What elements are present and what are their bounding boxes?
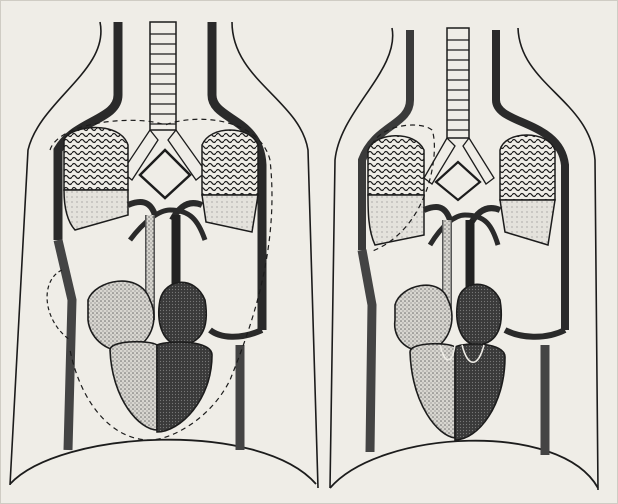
right-atrium-right-panel (395, 285, 452, 351)
torso-outline-right-side (232, 22, 318, 488)
trachea (424, 28, 494, 184)
left-ventricle-left-panel (157, 342, 212, 432)
lung-left-side (64, 128, 128, 231)
right-ventricle-right-panel (410, 344, 455, 438)
right-atrium-left-panel (88, 281, 154, 351)
arch-vessel (130, 210, 205, 240)
left-atrium-right-panel (457, 284, 501, 345)
lung-right-side (202, 130, 258, 232)
torso-outline-right-side (518, 28, 598, 490)
diaphragm-arc (10, 440, 316, 484)
panel-right (330, 28, 598, 490)
torso-outline-left-side (10, 22, 101, 485)
lung-left-side (368, 136, 424, 245)
left-atrium-left-panel (159, 282, 206, 345)
right-ventricle-left-panel (110, 342, 157, 430)
lung-right-side (500, 135, 555, 245)
panel-left (10, 22, 318, 488)
pulmonary-vessel-left (128, 202, 155, 215)
left-ventricle-right-panel (455, 344, 505, 440)
